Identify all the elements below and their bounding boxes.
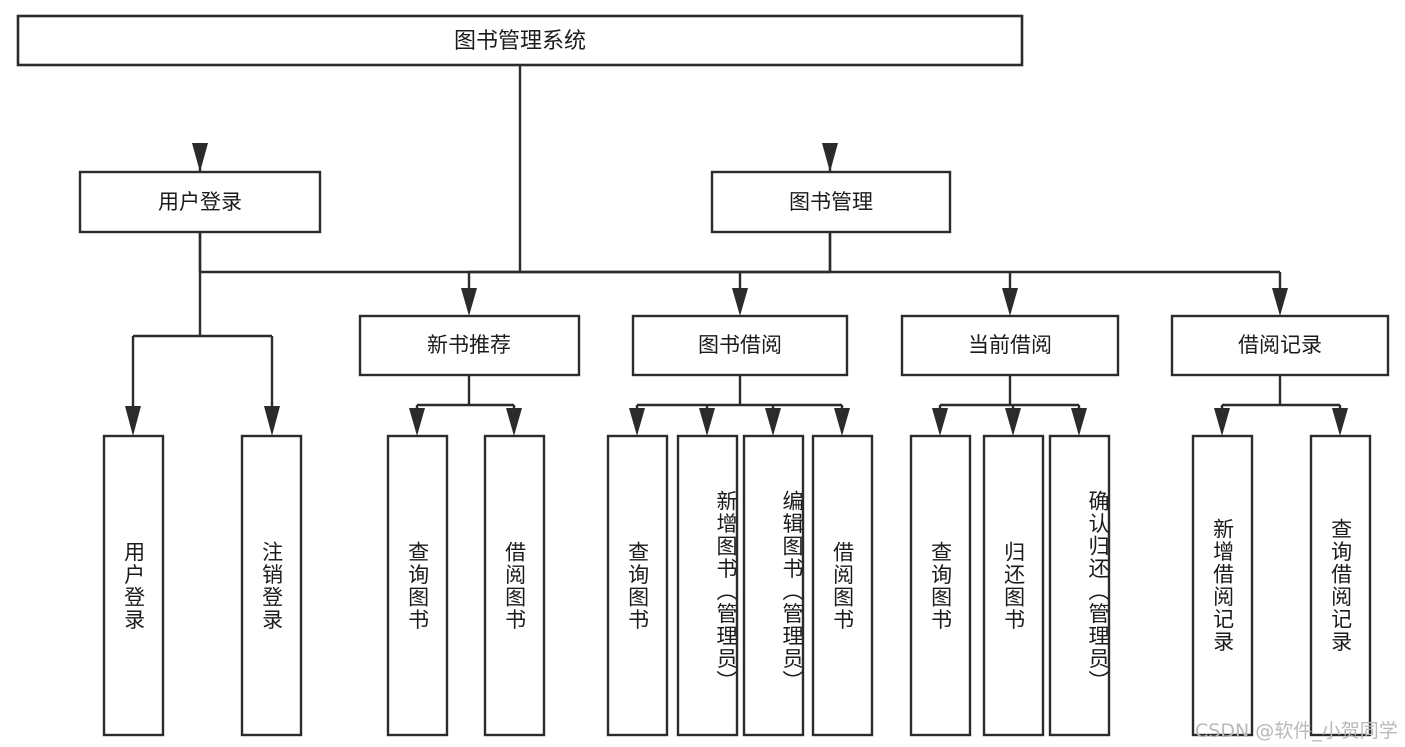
arrow-head-leaf-user-login <box>125 406 141 436</box>
node-user-login-box[interactable] <box>78 170 322 234</box>
leaf-box-user-login[interactable] <box>102 434 165 737</box>
leaf-box-layer <box>102 434 1372 737</box>
node-book-borrow[interactable]: 图书借阅 <box>631 314 849 377</box>
arrow-head-leaf-borrow-book-2 <box>834 408 850 436</box>
arrow-head-leaf-add-record <box>1214 408 1230 436</box>
leaf-box-query-book-borrow[interactable] <box>606 434 669 737</box>
leaf-box-add-borrow-record[interactable] <box>1191 434 1254 737</box>
node-book-management[interactable]: 图书管理 <box>710 170 952 234</box>
arrow-head-leaf-borrow-book-1 <box>506 408 522 436</box>
leaf-box-edit-book[interactable] <box>742 434 805 737</box>
leaf-box-borrow-book-rec[interactable] <box>483 434 546 737</box>
node-book-management-box[interactable] <box>710 170 952 234</box>
leaf-box-return-book[interactable] <box>982 434 1045 737</box>
leaf-box-query-borrow-record[interactable] <box>1309 434 1372 737</box>
node-current-borrow[interactable]: 当前借阅 <box>900 314 1120 377</box>
arrow-head-borrow-record <box>1272 288 1288 316</box>
node-root[interactable]: 图书管理系统 <box>16 14 1024 67</box>
node-book-management-label: 图书管理 <box>789 190 873 214</box>
leaf-box-query-book-current[interactable] <box>909 434 972 737</box>
arrow-head-leaf-query-book-3 <box>932 408 948 436</box>
leaf-box-borrow-book[interactable] <box>811 434 874 737</box>
node-new-book-recommend-label: 新书推荐 <box>427 333 511 357</box>
leaf-box-query-book-rec[interactable] <box>386 434 449 737</box>
node-root-label: 图书管理系统 <box>454 29 586 54</box>
node-new-book-recommend[interactable]: 新书推荐 <box>358 314 581 377</box>
arrow-head-leaf-query-book-1 <box>409 408 425 436</box>
arrow-head-user-login <box>192 143 208 172</box>
node-current-borrow-label: 当前借阅 <box>968 333 1052 357</box>
leaf-box-confirm-return[interactable] <box>1048 434 1111 737</box>
arrow-head-new-book-rec <box>461 288 477 316</box>
node-current-borrow-box[interactable] <box>900 314 1120 377</box>
node-user-login[interactable]: 用户登录 <box>78 170 322 234</box>
arrow-head-book-borrow <box>732 288 748 316</box>
arrow-head-leaf-confirm-return <box>1071 408 1087 436</box>
node-root-box[interactable] <box>16 14 1024 67</box>
node-new-book-recommend-box[interactable] <box>358 314 581 377</box>
arrow-head-current-borrow <box>1002 288 1018 316</box>
arrow-head-leaf-add-book <box>699 408 715 436</box>
node-borrow-record-label: 借阅记录 <box>1238 333 1322 357</box>
arrow-head-leaf-query-record <box>1332 408 1348 436</box>
connector-layer <box>125 65 1348 436</box>
node-book-borrow-label: 图书借阅 <box>698 333 782 357</box>
node-borrow-record-box[interactable] <box>1170 314 1390 377</box>
arrow-head-book-mgmt <box>822 143 838 172</box>
node-borrow-record[interactable]: 借阅记录 <box>1170 314 1390 377</box>
node-user-login-label: 用户登录 <box>158 190 242 214</box>
leaf-box-add-book[interactable] <box>676 434 739 737</box>
arrow-head-leaf-return-book <box>1005 408 1021 436</box>
node-book-borrow-box[interactable] <box>631 314 849 377</box>
arrow-head-leaf-logout <box>264 406 280 436</box>
leaf-box-logout[interactable] <box>240 434 303 737</box>
arrow-head-leaf-edit-book <box>765 408 781 436</box>
csdn-watermark: CSDN @软件_小贺同学 <box>1195 720 1398 742</box>
arrow-head-leaf-query-book-2 <box>629 408 645 436</box>
